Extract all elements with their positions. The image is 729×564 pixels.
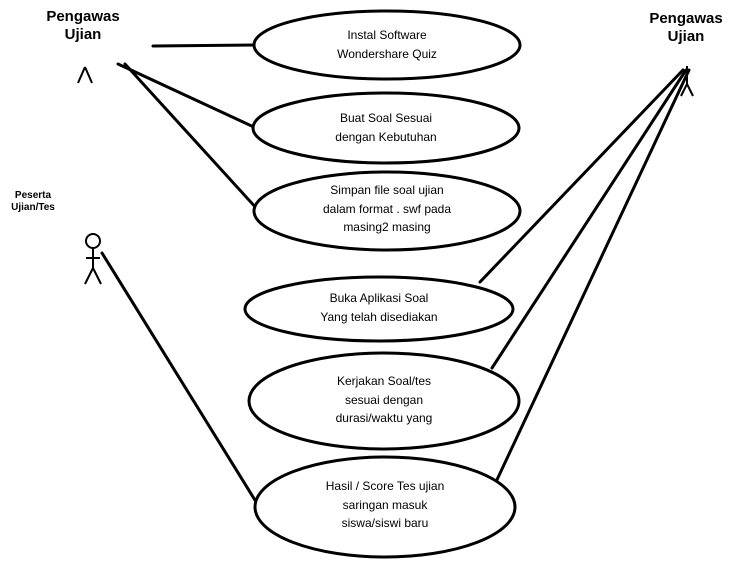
association-left-supervisor-simpan xyxy=(123,62,260,212)
use-case-buka-aplikasi-label: Buka Aplikasi Soal Yang telah disediakan xyxy=(320,291,438,324)
use-case-kerjakan-soal xyxy=(247,351,521,451)
association-left-supervisor-buat-soal xyxy=(116,62,258,130)
association-right-supervisor-hasil xyxy=(493,68,691,486)
right-supervisor-actor-icon xyxy=(680,66,694,97)
use-case-instal-software-label: Instal Software Wondershare Quiz xyxy=(337,28,437,61)
use-case-simpan-file xyxy=(252,170,522,252)
use-case-hasil-score-label: Hasil / Score Tes ujian saringan masuk s… xyxy=(325,479,445,531)
participant-actor-icon xyxy=(84,233,102,285)
use-case-buat-soal-label: Buat Soal Sesuai dengan Kebutuhan xyxy=(335,111,437,144)
use-case-hasil-score xyxy=(253,455,517,559)
use-case-buka-aplikasi xyxy=(243,275,515,343)
participant-label: Peserta Ujian/Tes xyxy=(11,190,55,213)
use-case-buat-soal xyxy=(251,91,521,165)
association-left-supervisor-instal xyxy=(151,43,258,48)
association-right-supervisor-buka xyxy=(478,68,685,284)
use-case-kerjakan-soal-label: Kerjakan Soal/tes sesuai dengan durasi/w… xyxy=(335,374,433,426)
left-supervisor-actor-icon xyxy=(77,66,93,84)
left-supervisor-label: Pengawas Ujian xyxy=(46,8,120,43)
association-participant-hasil xyxy=(100,251,260,507)
use-case-instal-software xyxy=(252,9,522,81)
association-right-supervisor-kerjakan xyxy=(490,68,688,370)
use-case-simpan-file-label: Simpan file soal ujian dalam format . sw… xyxy=(322,183,452,235)
right-supervisor-label: Pengawas Ujian xyxy=(649,10,723,45)
